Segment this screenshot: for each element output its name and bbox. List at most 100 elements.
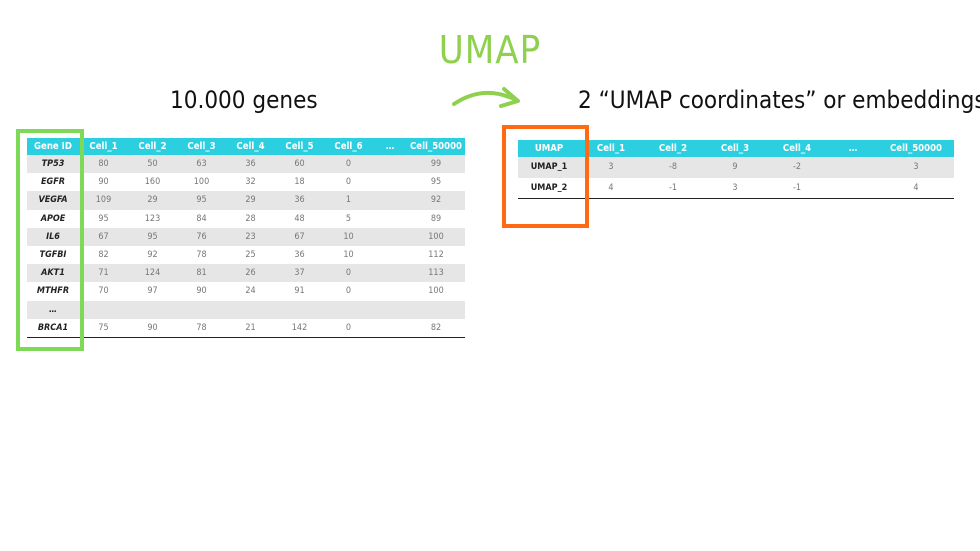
table-cell: 82 xyxy=(98,250,109,261)
table-cell xyxy=(79,300,128,319)
column-header: Cell_1 xyxy=(580,140,642,157)
table-cell xyxy=(128,300,177,319)
table-cell: 92 xyxy=(407,191,465,210)
table-cell: 90 xyxy=(128,318,177,338)
table-cell: 26 xyxy=(226,264,275,283)
table-cell: 67 xyxy=(275,227,324,246)
table-cell: 37 xyxy=(275,264,324,283)
table-cell: 142 xyxy=(275,318,324,338)
table-cell: 0 xyxy=(324,264,373,283)
input-table-title: 10.000 genes xyxy=(170,86,318,114)
table-cell: 4 xyxy=(878,177,954,199)
row-label: TGFBI xyxy=(39,250,67,261)
table-cell: 89 xyxy=(430,213,442,224)
table-cell: 29 xyxy=(226,191,275,210)
table-cell: 0 xyxy=(324,318,373,338)
table-cell: 63 xyxy=(177,155,226,174)
table-cell: 21 xyxy=(226,318,275,338)
table-cell: 75 xyxy=(79,318,128,338)
table-cell: 18 xyxy=(294,177,305,188)
table-cell: 78 xyxy=(196,250,207,261)
column-header: UMAP xyxy=(518,140,580,157)
table-cell: 0 xyxy=(345,177,352,188)
table-cell: 1 xyxy=(324,191,373,210)
table-cell: 9 xyxy=(704,157,766,178)
table-cell xyxy=(373,173,407,191)
table-cell xyxy=(226,300,275,319)
table-cell: 82 xyxy=(407,318,465,338)
table-cell: 123 xyxy=(144,213,161,224)
table-cell: -1 xyxy=(642,177,704,199)
column-header: Cell_50000 xyxy=(407,138,465,155)
table-cell: 95 xyxy=(98,213,109,224)
table-cell xyxy=(373,227,407,246)
column-header: … xyxy=(828,140,878,157)
column-header: Cell_1 xyxy=(79,138,128,155)
row-label: IL6 xyxy=(27,227,79,246)
gene-id-highlight-box xyxy=(16,129,84,351)
table-cell: 23 xyxy=(226,227,275,246)
output-table-title: 2 “UMAP coordinates” or embeddings xyxy=(578,86,980,114)
table-cell: 48 xyxy=(294,213,305,224)
table-cell: 28 xyxy=(245,213,256,224)
umap-highlight-box xyxy=(502,125,589,228)
table-cell: 25 xyxy=(245,250,256,261)
row-label: … xyxy=(27,300,79,319)
table-cell: 100 xyxy=(193,177,210,188)
column-header: Cell_5 xyxy=(275,138,324,155)
table-cell: 97 xyxy=(147,286,158,297)
table-cell: 160 xyxy=(144,177,161,188)
row-label: TP53 xyxy=(27,155,79,174)
column-header: Cell_2 xyxy=(128,138,177,155)
row-label: UMAP_2 xyxy=(518,177,580,199)
row-label: APOE xyxy=(40,213,66,224)
table-cell: 50 xyxy=(128,155,177,174)
table-cell xyxy=(373,155,407,174)
row-label: MTHFR xyxy=(36,286,70,297)
table-cell: 0 xyxy=(345,286,352,297)
table-cell: 91 xyxy=(294,286,305,297)
table-cell xyxy=(373,191,407,210)
table-cell xyxy=(373,246,407,264)
table-cell: 100 xyxy=(428,286,444,297)
table-cell: 5 xyxy=(345,213,352,224)
column-header: Cell_6 xyxy=(324,138,373,155)
table-cell: 95 xyxy=(177,191,226,210)
table-cell: 29 xyxy=(128,191,177,210)
row-label: AKT1 xyxy=(27,264,79,283)
table-cell: 95 xyxy=(128,227,177,246)
row-label: VEGFA xyxy=(27,191,79,210)
column-header: Cell_4 xyxy=(766,140,828,157)
table-cell: 99 xyxy=(407,155,465,174)
table-row: … xyxy=(27,300,465,319)
table-cell: -8 xyxy=(642,157,704,178)
row-label: EGFR xyxy=(41,177,65,188)
table-cell xyxy=(828,157,878,178)
table-cell xyxy=(373,282,407,300)
table-cell: 10 xyxy=(324,227,373,246)
table-cell: 36 xyxy=(294,250,305,261)
table-cell: 109 xyxy=(79,191,128,210)
table-cell: 24 xyxy=(245,286,256,297)
table-cell: 90 xyxy=(196,286,207,297)
curved-arrow-icon xyxy=(452,87,520,108)
table-cell xyxy=(407,300,465,319)
table-cell: 4 xyxy=(580,177,642,199)
table-cell: 76 xyxy=(177,227,226,246)
column-header: … xyxy=(373,138,407,155)
column-header: Cell_3 xyxy=(704,140,766,157)
table-cell: 113 xyxy=(407,264,465,283)
method-title: UMAP xyxy=(438,28,542,72)
table-cell xyxy=(373,318,407,338)
